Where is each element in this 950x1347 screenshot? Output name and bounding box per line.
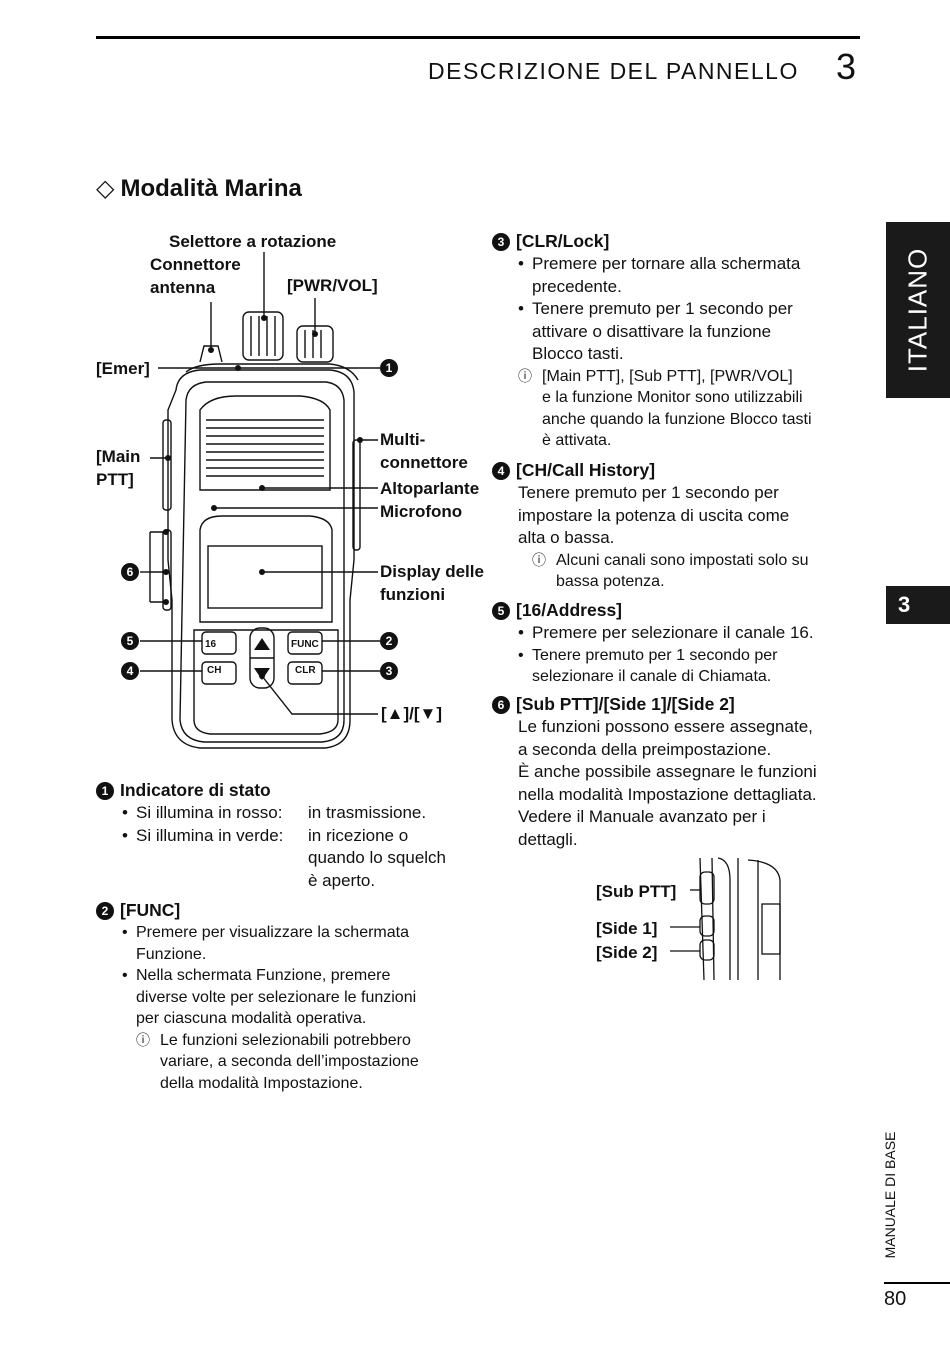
item-3-heading: 3[CLR/Lock]	[492, 230, 872, 253]
label-up-down: [▲]/[▼]	[381, 704, 443, 723]
key-clr-label: CLR	[295, 665, 316, 676]
callout-2: 2	[380, 632, 398, 651]
key-func-label: FUNC	[291, 639, 319, 650]
callout-1: 1	[380, 359, 398, 378]
item-6-heading: 6[Sub PTT]/[Side 1]/[Side 2]	[492, 693, 872, 716]
item-func: 2[FUNC] •Premere per visualizzare la sch…	[96, 899, 476, 1094]
label-speaker: Altoparlante	[380, 479, 480, 498]
item-1-cont-2: è aperto.	[308, 870, 376, 890]
label-sub-ptt: [Sub PTT]	[596, 882, 677, 901]
info-icon: ⓘ	[136, 1031, 150, 1048]
item-ch-call-history: 4[CH/Call History] Tenere premuto per 1 …	[492, 459, 872, 593]
key-16-label: 16	[205, 639, 217, 650]
radio-diagram: 16 FUNC CLR CH	[140, 252, 380, 749]
callout-6: 6	[121, 563, 139, 582]
section-title: ◇Modalità Marina	[96, 174, 302, 203]
label-display-1: Display delle	[380, 562, 484, 581]
item-1-row-green: •Si illumina in verde:in ricezione o	[122, 825, 409, 845]
item-4-heading: 4[CH/Call History]	[492, 459, 872, 482]
side-buttons-diagram	[670, 857, 781, 981]
item-2-heading: 2[FUNC]	[96, 899, 476, 922]
label-main-ptt-1: [Main	[96, 447, 141, 466]
label-multi-1: Multi-	[380, 430, 426, 449]
header-rule	[96, 36, 860, 39]
label-mic: Microfono	[380, 502, 463, 521]
key-ch-label: CH	[207, 665, 221, 676]
item-clr-lock: 3[CLR/Lock] •Premere per tornare alla sc…	[492, 230, 872, 452]
label-rotary-selector: Selettore a rotazione	[169, 232, 337, 251]
label-main-ptt-2: PTT]	[96, 470, 134, 489]
label-pwr-vol: [PWR/VOL]	[287, 276, 378, 295]
section-title-text: Modalità Marina	[120, 175, 302, 202]
item-5-bullet-1: •Premere per selezionare il canale 16.	[518, 623, 814, 642]
info-icon: ⓘ	[518, 367, 532, 384]
label-emer: [Emer]	[96, 359, 150, 378]
callout-4: 4	[121, 662, 139, 681]
label-side-2: [Side 2]	[596, 943, 658, 962]
label-multi-2: connettore	[380, 453, 468, 472]
callout-3: 3	[380, 662, 398, 681]
label-display-2: funzioni	[380, 585, 446, 604]
item-16-address: 5[16/Address] •Premere per selezionare i…	[492, 599, 872, 688]
chapter-title: DESCRIZIONE DEL PANNELLO	[428, 58, 799, 84]
page-number: 80	[884, 1288, 907, 1310]
chapter-tab: 3	[886, 586, 950, 624]
callout-5: 5	[121, 632, 139, 651]
label-side-1: [Side 1]	[596, 919, 658, 938]
info-icon: ⓘ	[532, 551, 546, 568]
item-5-heading: 5[16/Address]	[492, 599, 872, 622]
label-antenna-2: antenna	[150, 278, 216, 297]
item-6-text: Le funzioni possono essere assegnate,a s…	[518, 717, 817, 849]
item-3-note: ⓘ[Main PTT], [Sub PTT], [PWR/VOL]e la fu…	[518, 366, 872, 452]
item-1-row-red: •Si illumina in rosso:in trasmissione.	[122, 803, 427, 822]
manual-name: MANUALE DI BASE	[882, 1131, 898, 1259]
item-1-cont-1: quando lo squelch	[308, 848, 447, 867]
label-antenna-1: Connettore	[150, 255, 241, 274]
item-sub-ptt-side: 6[Sub PTT]/[Side 1]/[Side 2] Le funzioni…	[492, 693, 872, 851]
language-tab: ITALIANO	[886, 222, 950, 398]
chapter-number: 3	[836, 46, 857, 87]
footer-rule	[884, 1282, 950, 1284]
diamond-symbol: ◇	[96, 175, 115, 202]
